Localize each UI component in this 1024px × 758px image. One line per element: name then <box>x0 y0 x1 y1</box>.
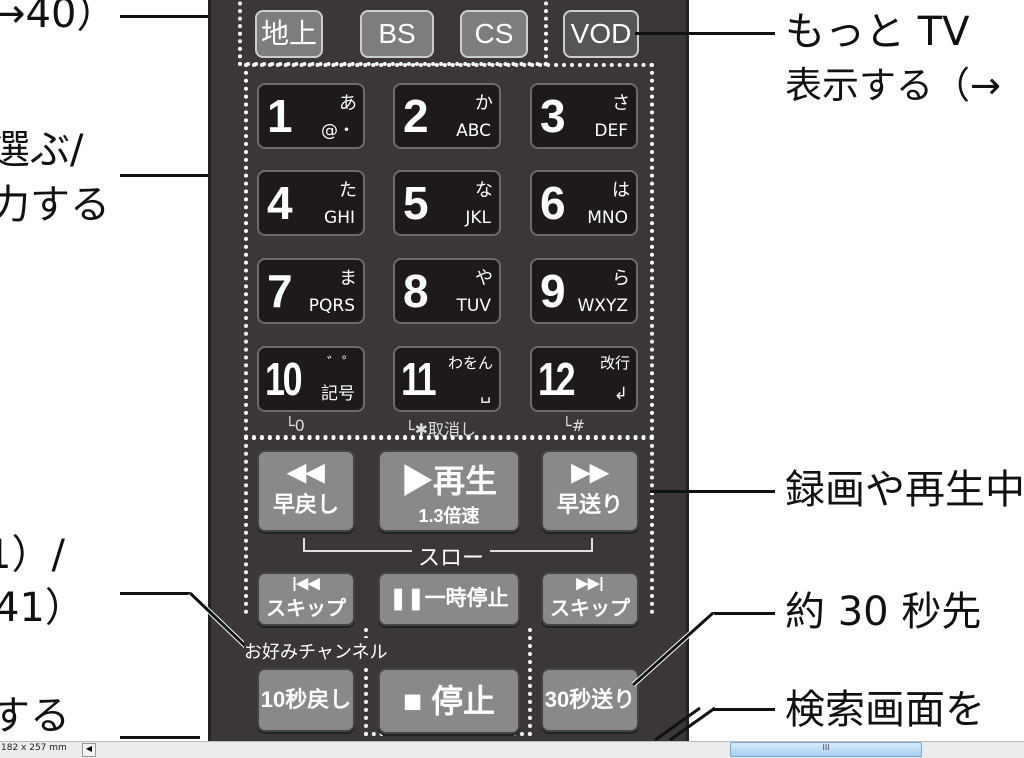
key-n-label: 4 <box>267 177 293 229</box>
key-n-label: 2 <box>403 90 429 142</box>
key-k-label: や <box>475 268 493 289</box>
key-a-label: ABC <box>456 121 491 141</box>
key-n-label: 11 <box>401 353 437 405</box>
key-a-label: GHI <box>324 208 355 228</box>
number-key-9[interactable]: 9 ら WXYZ <box>530 258 638 324</box>
number-key-7[interactable]: 7 ま PQRS <box>257 258 365 324</box>
key-k-label: 改行 <box>599 354 630 372</box>
annotation-text: する <box>0 693 70 739</box>
key-a-label: DEF <box>594 121 628 141</box>
skip-forward-button[interactable]: ▶▶|スキップ <box>541 572 639 626</box>
key-k-label: か <box>475 93 493 114</box>
annotation-text: 41） <box>0 585 85 631</box>
key-sublabel: └0 <box>285 416 305 435</box>
key-n-label: 3 <box>540 90 566 142</box>
page-size-label: 182 x 257 mm <box>1 743 67 753</box>
key-sublabel: └✱取消し <box>405 420 477 439</box>
key-k-label: わをん <box>447 354 493 372</box>
number-key-12[interactable]: 12 改行 ↲ <box>530 346 638 412</box>
number-key-6[interactable]: 6 は MNO <box>530 170 638 236</box>
key-a-label: PQRS <box>308 296 355 316</box>
leader-line <box>654 706 716 741</box>
playback-group <box>244 436 654 614</box>
slow-label: スロー <box>412 540 491 572</box>
key-a-label: ↲ <box>613 384 628 404</box>
cs-button[interactable]: CS <box>460 10 528 58</box>
number-key-8[interactable]: 8 や TUV <box>393 258 501 324</box>
number-key-5[interactable]: 5 な JKL <box>393 170 501 236</box>
key-k-label: ま <box>339 268 357 289</box>
annotation-text: 録画や再生中 <box>785 467 1024 513</box>
annotation-text: 1）/ <box>0 532 65 578</box>
scroll-left-icon[interactable]: ◀ <box>82 743 96 757</box>
key-a-label: @・ <box>321 121 355 141</box>
annotation-text: 約 30 秒先 <box>785 589 982 635</box>
key-n-label: 10 <box>265 353 303 405</box>
key-k-label: あ <box>339 93 357 114</box>
skip-back-button[interactable]: |◀◀スキップ <box>257 572 355 626</box>
key-n-label: 12 <box>538 353 576 405</box>
key-k-label: た <box>339 180 357 201</box>
annotation-text: 選ぶ/ <box>0 127 84 173</box>
number-key-11[interactable]: 11 わをん ␣ <box>393 346 501 412</box>
key-n-label: 5 <box>403 177 429 229</box>
annotation-text: 力する <box>0 182 110 228</box>
key-n-label: 9 <box>540 265 566 317</box>
number-key-1[interactable]: 1 あ @・ <box>257 83 365 149</box>
key-a-label: 記号 <box>321 384 355 404</box>
key-k-label: は <box>612 180 630 201</box>
forward-30s-button[interactable]: 30秒送り <box>541 668 639 732</box>
favorite-channel-label: お好みチャンネル <box>244 638 388 664</box>
horizontal-scrollbar-thumb[interactable]: III <box>730 742 922 757</box>
bs-button[interactable]: BS <box>360 10 434 58</box>
key-a-label: JKL <box>465 208 491 228</box>
fast-forward-button[interactable]: ▶▶早送り <box>541 450 639 532</box>
stop-group <box>364 628 532 736</box>
rewind-button[interactable]: ◀◀早戻し <box>257 450 355 532</box>
key-k-label: な <box>475 180 493 201</box>
key-k-label: ら <box>612 268 630 289</box>
key-a-label: TUV <box>456 296 491 316</box>
key-n-label: 1 <box>267 90 293 142</box>
pause-button[interactable]: ❚❚一時停止 <box>378 572 520 626</box>
number-key-2[interactable]: 2 か ABC <box>393 83 501 149</box>
key-sublabel: └# <box>562 416 586 435</box>
annotation-text: 検索画面を <box>785 687 985 733</box>
status-bar: 182 x 257 mm ◀ III <box>0 741 1024 758</box>
annotation-text: →40） <box>0 0 117 37</box>
stop-button[interactable]: ■ 停止 <box>378 668 520 734</box>
number-key-3[interactable]: 3 さ DEF <box>530 83 638 149</box>
key-a-label: ␣ <box>480 384 491 404</box>
terrestrial-button[interactable]: 地上 <box>255 10 323 58</box>
key-a-label: WXYZ <box>577 296 629 316</box>
leader-line <box>631 611 715 687</box>
key-n-label: 7 <box>267 265 293 317</box>
key-n-label: 8 <box>403 265 429 317</box>
vod-button[interactable]: VOD <box>563 10 639 58</box>
key-k-label: さ <box>612 93 630 114</box>
number-key-4[interactable]: 4 た GHI <box>257 170 365 236</box>
number-key-10[interactable]: 10 ゛゜記号 <box>257 346 365 412</box>
key-n-label: 6 <box>540 177 566 229</box>
annotation-text: 表示する（→ <box>785 64 1002 107</box>
key-a-label: MNO <box>587 208 628 228</box>
key-k-label: ゛゜ <box>326 354 357 372</box>
annotation-text: もっと TV <box>785 9 970 55</box>
back-10s-button[interactable]: 10秒戻し <box>257 668 355 732</box>
